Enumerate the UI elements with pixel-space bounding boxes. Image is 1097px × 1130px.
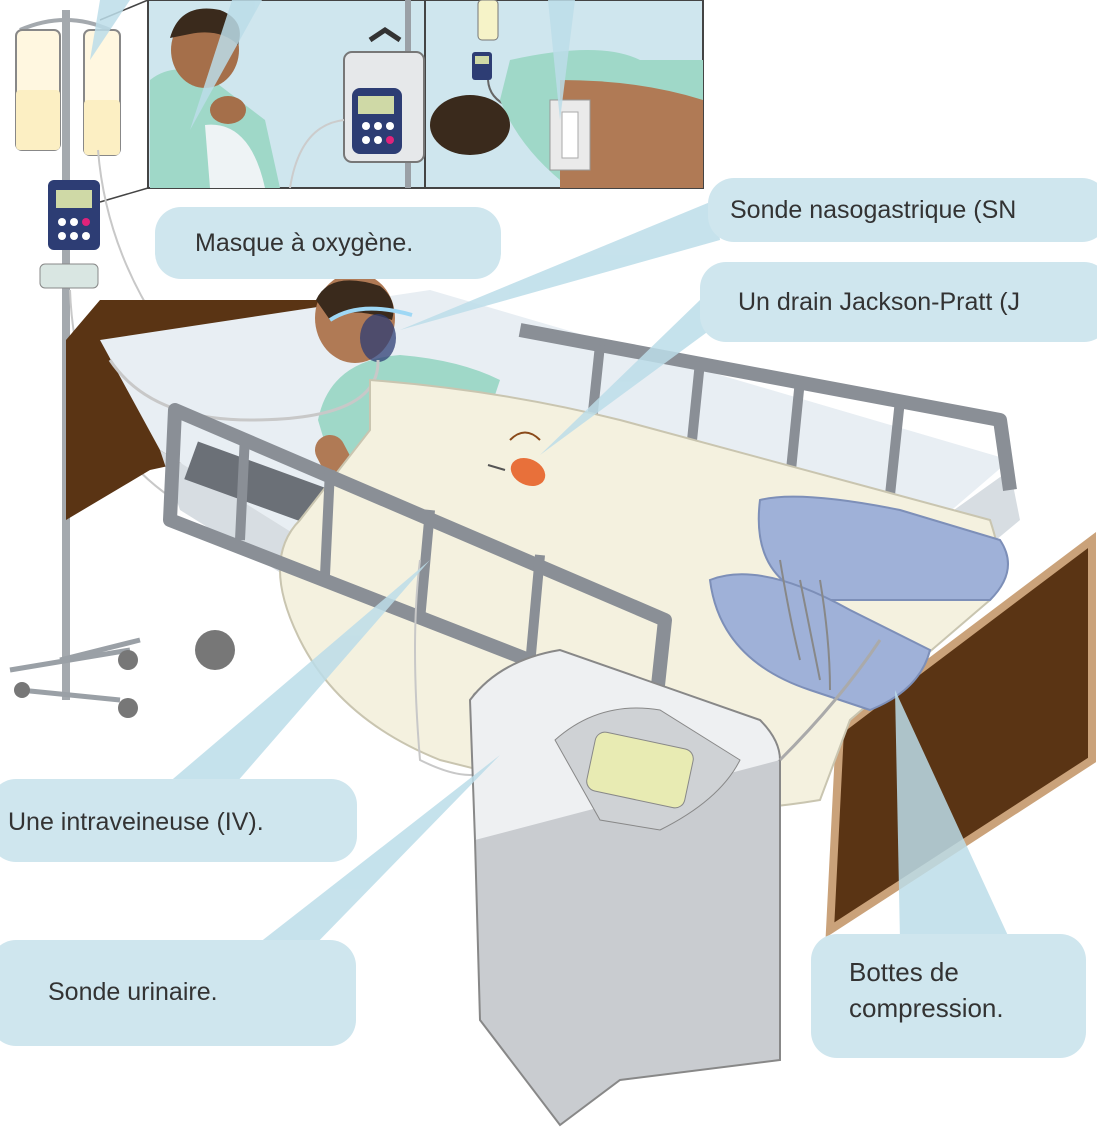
- callout-oxygen-mask-label: Masque à oxygène.: [195, 225, 501, 261]
- callout-oxygen-mask: Masque à oxygène.: [155, 207, 501, 279]
- callout-nasogastric-tube: Sonde nasogastrique (SN: [708, 178, 1097, 242]
- callout-iv: Une intraveineuse (IV).: [0, 779, 357, 862]
- callout-urinary-catheter: Sonde urinaire.: [0, 940, 356, 1046]
- callout-compression-boots-line1: Bottes de: [849, 954, 1086, 990]
- inset-panel: [100, 0, 703, 202]
- callout-compression-boots-line2: compression.: [849, 990, 1086, 1026]
- callout-urinary-catheter-label: Sonde urinaire.: [48, 974, 356, 1010]
- callout-compression-boots: Bottes de compression.: [811, 934, 1086, 1058]
- callout-jackson-pratt-drain: Un drain Jackson-Pratt (J: [700, 262, 1097, 342]
- callout-nasogastric-tube-label: Sonde nasogastrique (SN: [730, 192, 1097, 228]
- callout-iv-label: Une intraveineuse (IV).: [8, 804, 357, 840]
- callout-jackson-pratt-drain-label: Un drain Jackson-Pratt (J: [738, 284, 1097, 320]
